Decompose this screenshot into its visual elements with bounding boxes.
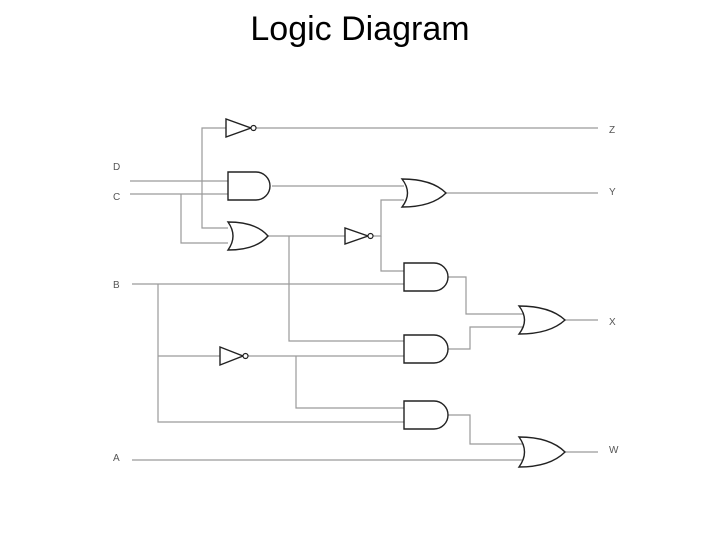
input-label-a: A xyxy=(113,453,120,464)
page-title: Logic Diagram xyxy=(250,10,470,48)
wire-c-branch xyxy=(180,194,228,244)
or-gate-w xyxy=(517,436,566,468)
wire-not3-output xyxy=(373,199,404,237)
wire-and7-to-or-w xyxy=(448,414,523,445)
not-gate-z xyxy=(225,118,257,138)
wire-d-branch xyxy=(201,181,228,229)
output-label-w: W xyxy=(609,445,619,456)
output-label-x: X xyxy=(609,317,616,328)
or-gate-2 xyxy=(226,221,269,251)
wire-and6-to-or-x xyxy=(448,326,523,350)
input-label-c: C xyxy=(113,192,120,203)
wires xyxy=(130,127,598,461)
input-label-b: B xyxy=(113,280,120,291)
not-gate-b xyxy=(219,345,249,367)
and-gate-5 xyxy=(403,262,449,292)
output-label-y: Y xyxy=(609,187,616,198)
labels: D C B A Z Y X W xyxy=(113,125,619,464)
wire-not3-to-and5 xyxy=(380,236,404,272)
wire-b-branch xyxy=(157,284,404,423)
and-gate-6 xyxy=(403,334,449,364)
and-gate-7 xyxy=(403,400,449,430)
gates xyxy=(219,118,567,468)
wire-d-to-not-z xyxy=(201,127,226,181)
input-label-d: D xyxy=(113,162,120,173)
or-gate-x xyxy=(517,305,567,335)
or-gate-y xyxy=(400,178,447,208)
wire-or2-branch xyxy=(288,236,404,342)
and-gate-1 xyxy=(227,171,271,201)
not-gate-3 xyxy=(344,227,374,245)
output-label-z: Z xyxy=(609,125,615,136)
wire-not-b-branch xyxy=(295,356,404,409)
wire-and5-to-or-x xyxy=(448,276,523,315)
